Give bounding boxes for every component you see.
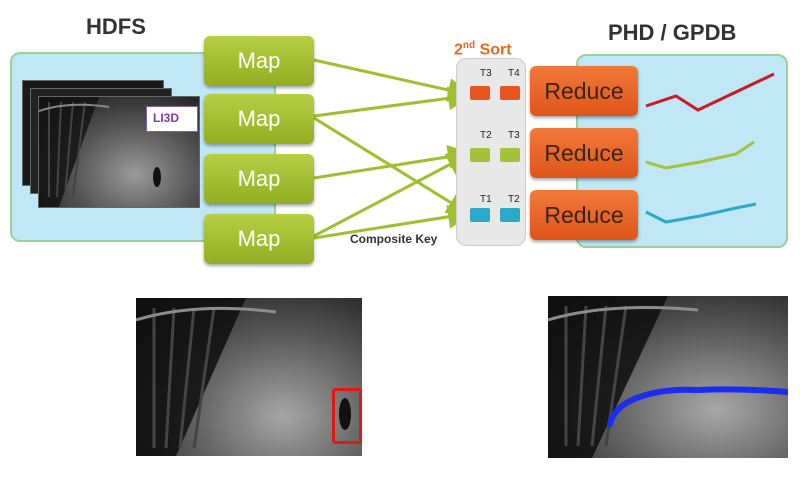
reduce-button-2[interactable]: Reduce bbox=[530, 128, 638, 178]
arrow-map4-t1 bbox=[313, 204, 472, 240]
phd-gpdb-title: PHD / GPDB bbox=[608, 20, 737, 45]
fence-scene bbox=[39, 97, 161, 207]
lab-logo: LI3D bbox=[146, 106, 198, 132]
trend-line-green bbox=[645, 140, 755, 170]
map-button-2[interactable]: Map bbox=[204, 94, 314, 144]
lab-logo-text: LI3D bbox=[153, 111, 180, 125]
sort-row2-right-label: T3 bbox=[508, 130, 520, 141]
arrow-map4-t2 bbox=[313, 153, 472, 238]
sort-row1-right-chip bbox=[500, 86, 520, 100]
sort-ordinal-suffix: nd bbox=[462, 40, 476, 51]
sort-row3-left-chip bbox=[470, 208, 490, 222]
sort-row1-right-label: T4 bbox=[508, 68, 520, 79]
sort-row1-left-chip bbox=[470, 86, 490, 100]
sort-ordinal: 2 bbox=[454, 41, 463, 59]
sort-row3-right-label: T2 bbox=[508, 194, 520, 205]
sort-row2-left-chip bbox=[470, 148, 490, 162]
map-button-4[interactable]: Map bbox=[204, 214, 314, 264]
arrow-map3-t2 bbox=[313, 144, 472, 180]
composite-key-label: Composite Key bbox=[350, 232, 438, 246]
reduce-button-3[interactable]: Reduce bbox=[530, 190, 638, 240]
arrow-map1-t3 bbox=[313, 58, 472, 102]
detection-image bbox=[136, 298, 362, 456]
trajectory-path bbox=[607, 386, 788, 427]
map-button-1[interactable]: Map bbox=[204, 36, 314, 86]
detection-box bbox=[332, 388, 362, 444]
hdfs-title: HDFS bbox=[86, 14, 146, 39]
sort-row2-left-label: T2 bbox=[480, 130, 492, 141]
sort-row1-left-label: T3 bbox=[480, 68, 492, 79]
arrow-map2-t3 bbox=[313, 86, 472, 118]
reduce-button-1[interactable]: Reduce bbox=[530, 66, 638, 116]
sort-label: Sort bbox=[479, 41, 512, 59]
trend-line-red bbox=[645, 72, 775, 112]
map-button-3[interactable]: Map bbox=[204, 154, 314, 204]
secondary-sort-title: 2nd Sort bbox=[454, 40, 512, 59]
trend-line-blue bbox=[645, 202, 757, 224]
trajectory-scene bbox=[548, 296, 788, 458]
sort-row2-right-chip bbox=[500, 148, 520, 162]
trajectory-image bbox=[548, 296, 788, 458]
sort-row3-right-chip bbox=[500, 208, 520, 222]
detection-scene bbox=[136, 298, 351, 456]
trend-lines bbox=[645, 72, 775, 224]
sort-row3-left-label: T1 bbox=[480, 194, 492, 205]
